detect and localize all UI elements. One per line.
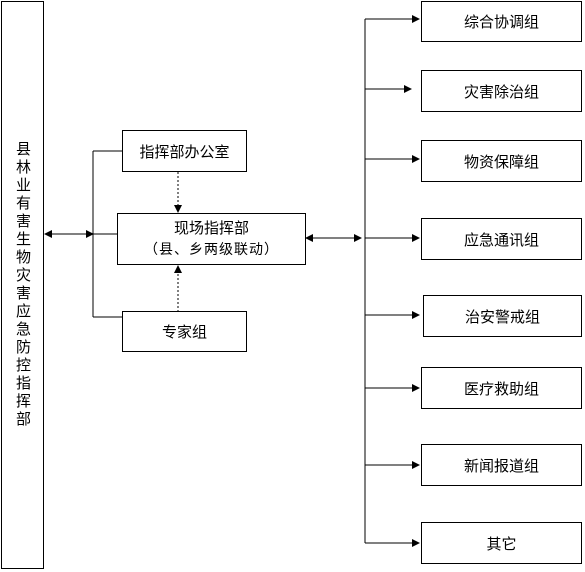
group-label: 应急通讯组 bbox=[463, 230, 539, 249]
field-hq-subtitle: （县、乡两级联动） bbox=[144, 242, 279, 258]
group-box-6: 新闻报道组 bbox=[421, 444, 582, 486]
group-label: 灾害除治组 bbox=[463, 82, 539, 101]
group-box-7: 其它 bbox=[421, 522, 582, 564]
group-box-4: 治安警戒组 bbox=[423, 295, 582, 337]
experts-label: 专家组 bbox=[161, 323, 207, 341]
group-label: 物资保障组 bbox=[463, 152, 539, 171]
field-hq-title: 现场指挥部 bbox=[173, 219, 249, 237]
group-box-1: 灾害除治组 bbox=[421, 70, 582, 112]
field-hq-box: 现场指挥部 （县、乡两级联动） bbox=[117, 213, 306, 265]
command-hq-box: 县林业有害生物灾害应急防控指挥部 bbox=[1, 1, 44, 569]
command-hq-label: 县林业有害生物灾害应急防控指挥部 bbox=[14, 141, 32, 429]
group-box-2: 物资保障组 bbox=[421, 140, 582, 182]
group-label: 综合协调组 bbox=[463, 13, 539, 31]
group-label: 医疗救助组 bbox=[463, 379, 539, 398]
group-box-3: 应急通讯组 bbox=[421, 218, 582, 260]
group-label: 其它 bbox=[486, 534, 517, 553]
group-label: 治安警戒组 bbox=[464, 307, 540, 326]
office-box: 指挥部办公室 bbox=[122, 130, 247, 172]
group-label: 新闻报道组 bbox=[463, 456, 539, 475]
experts-box: 专家组 bbox=[122, 311, 247, 352]
office-label: 指挥部办公室 bbox=[139, 142, 230, 161]
group-box-0: 综合协调组 bbox=[421, 1, 582, 42]
group-box-5: 医疗救助组 bbox=[421, 367, 582, 409]
